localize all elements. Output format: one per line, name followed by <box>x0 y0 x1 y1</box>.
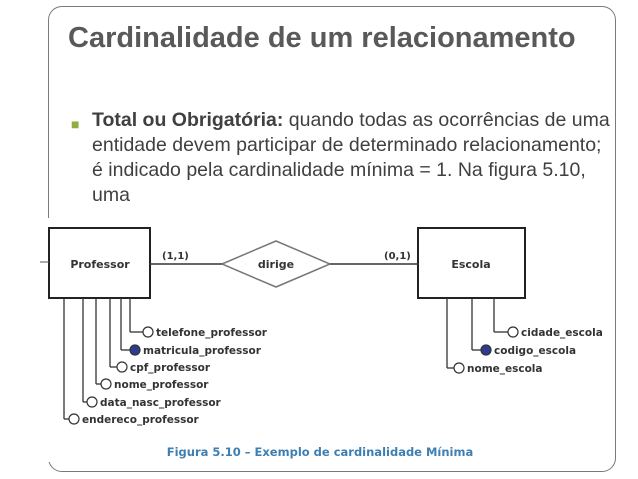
attribute-label: matricula_professor <box>143 345 262 357</box>
bullet-body: quando todas as ocorrências de uma entid… <box>92 109 610 206</box>
attribute-label: codigo_escola <box>494 345 576 357</box>
entity-escola <box>417 227 526 299</box>
attribute-label: cpf_professor <box>130 362 211 374</box>
cardinality-right: (0,1) <box>384 251 411 262</box>
attribute-marker <box>142 326 154 338</box>
bullet-lead: Total ou Obrigatória: <box>92 109 284 131</box>
cardinality-left: (1,1) <box>162 251 189 262</box>
attribute-marker <box>100 378 112 390</box>
attribute-marker <box>116 361 128 373</box>
identifier-attribute-marker <box>129 344 141 356</box>
attribute-label: nome_professor <box>114 379 209 391</box>
entity-professor <box>48 227 151 299</box>
attribute-label: endereco_professor <box>82 414 200 426</box>
identifier-attribute-marker <box>480 344 492 356</box>
slide-title: Cardinalidade de um relacionamento <box>68 22 576 54</box>
entity-professor-label: Professor <box>70 258 130 271</box>
attribute-label: cidade_escola <box>521 327 603 339</box>
attribute-marker <box>453 362 465 374</box>
right-attributes: cidade_escola codigo_escola nome_escola <box>446 298 603 375</box>
bullet-square-icon: ■ <box>71 116 80 132</box>
attribute-label: data_nasc_professor <box>100 397 222 409</box>
attribute-marker <box>86 396 98 408</box>
entity-escola-label: Escola <box>451 258 490 271</box>
attribute-label: telefone_professor <box>156 327 268 339</box>
bullet-text: Total ou Obrigatória: quando todas as oc… <box>92 108 612 208</box>
attribute-marker <box>507 326 519 338</box>
figure-caption: Figura 5.10 – Exemplo de cardinalidade M… <box>167 445 474 459</box>
relationship-label: dirige <box>258 258 294 271</box>
attribute-marker <box>68 413 80 425</box>
attribute-label: nome_escola <box>467 363 543 375</box>
left-attributes: telefone_professor matricula_professorcpf… <box>63 298 268 426</box>
